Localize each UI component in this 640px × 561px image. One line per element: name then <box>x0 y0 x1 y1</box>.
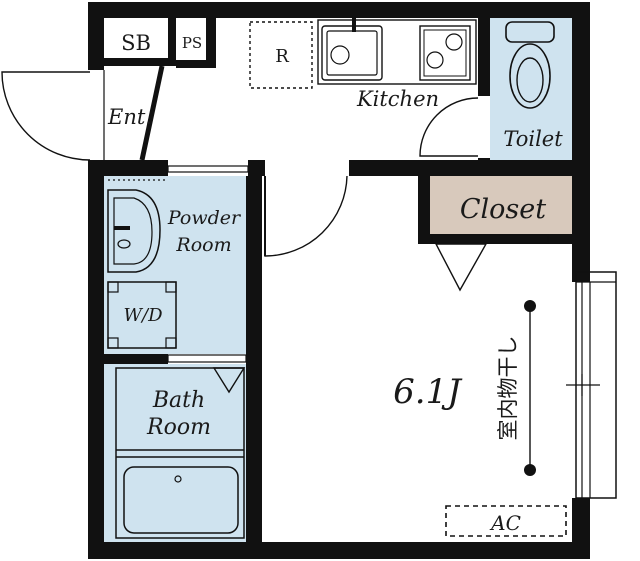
closet-door-triangle <box>434 243 488 292</box>
wall-closet-left <box>418 176 430 244</box>
bath-room-area <box>104 364 246 542</box>
washer-foot-3 <box>107 337 119 349</box>
toilet-bowl-outer <box>509 43 551 109</box>
wall-ps-bottom <box>176 60 216 68</box>
label-washer: W/D <box>124 305 164 326</box>
washer-foot-2 <box>165 281 177 293</box>
kitchen-counter <box>317 19 477 85</box>
vanity-basin <box>107 189 161 273</box>
bath-corner-triangle <box>212 367 246 394</box>
stove <box>419 25 471 81</box>
outer-wall-left-lower <box>88 160 104 559</box>
door-gap-toilet <box>478 96 490 158</box>
door-gap-powder <box>168 160 248 176</box>
outer-wall-top <box>88 2 590 18</box>
main-door-swing <box>264 175 348 257</box>
door-gap-bath <box>168 354 246 364</box>
label-bath-line1: Bath <box>152 388 205 413</box>
label-bath-line2: Room <box>146 415 211 440</box>
sink-drain <box>330 45 350 65</box>
wall-wet-divider <box>246 160 262 542</box>
entrance-threshold <box>139 65 165 161</box>
washer-dryer-box <box>107 281 177 349</box>
door-gap-entrance <box>88 70 104 160</box>
drying-rail-end-bottom <box>524 464 536 476</box>
label-toilet: Toilet <box>503 127 563 151</box>
sliding-door-powder <box>167 165 249 173</box>
wall-sb-bottom <box>104 58 176 66</box>
label-kitchen: Kitchen <box>356 87 439 111</box>
refrigerator-space <box>249 21 313 89</box>
entrance-door-swing <box>1 71 91 161</box>
ac-unit <box>445 505 567 537</box>
label-sb: SB <box>121 31 151 55</box>
label-ps: PS <box>182 34 202 52</box>
stove-burner-2 <box>426 51 444 69</box>
vanity-basin-inner <box>113 197 153 265</box>
wall-ps-right <box>206 18 216 68</box>
kitchen-sink-basin <box>326 30 378 76</box>
wall-sb-right <box>168 18 176 66</box>
sink-faucet <box>352 18 356 32</box>
drying-rail-end-top <box>524 300 536 312</box>
toilet-tank <box>505 21 555 43</box>
label-main-room-size: 6.1J <box>393 372 463 412</box>
outer-wall-bottom <box>88 542 590 559</box>
vanity-faucet <box>114 226 130 230</box>
window-gap-right <box>572 282 590 498</box>
door-gap-kitchen-main <box>265 160 349 176</box>
outer-wall-left-upper <box>88 2 104 70</box>
powder-room-area <box>104 176 246 354</box>
label-closet: Closet <box>460 194 546 225</box>
label-ac: AC <box>489 511 521 535</box>
washer-foot-1 <box>107 281 119 293</box>
stove-inner <box>423 29 467 77</box>
bathtub-drain <box>174 475 182 483</box>
sliding-door-bath <box>167 354 247 363</box>
label-powder-line1: Powder <box>167 207 242 229</box>
label-powder-line2: Room <box>175 234 231 256</box>
closet-door-track <box>431 234 549 244</box>
label-r: R <box>275 46 289 67</box>
closet-area <box>430 176 572 234</box>
bathtub <box>123 466 239 534</box>
wall-closet-bottom <box>418 234 572 244</box>
washer-foot-4 <box>165 337 177 349</box>
label-entrance: Ent. <box>107 105 152 129</box>
vanity-drain <box>117 239 131 249</box>
stove-burner-1 <box>445 33 463 51</box>
toilet-bowl-inner <box>516 57 544 103</box>
toilet-door-swing <box>419 97 479 157</box>
label-drying-rail: 室内物干し <box>496 336 520 441</box>
bath-unit-frame <box>115 367 245 539</box>
